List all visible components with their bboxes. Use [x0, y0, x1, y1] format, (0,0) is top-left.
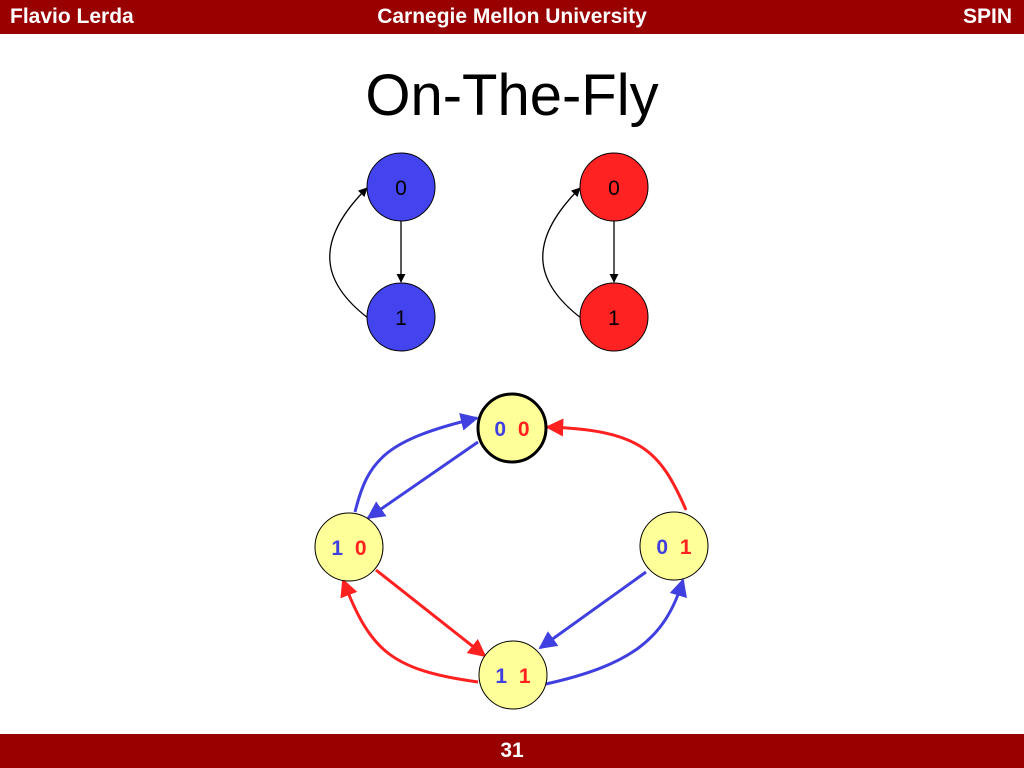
edge-01-to-00-red: [545, 418, 688, 511]
blue-state-0: [366, 152, 436, 222]
product-state-10-label: 1 0: [331, 537, 366, 560]
red-automaton: 0 1: [542, 152, 649, 352]
red-state-1: [579, 282, 649, 352]
product-state-00: [476, 392, 548, 464]
institution-name: Carnegie Mellon University: [377, 5, 647, 28]
blue-state-0-label: 0: [395, 177, 407, 200]
page-number: 31: [500, 739, 524, 762]
product-state-10-blue: 1: [331, 537, 343, 560]
slide-title: On-The-Fly: [365, 63, 659, 128]
red-state-0-label: 0: [608, 177, 620, 200]
product-state-00-label: 0 0: [494, 418, 529, 441]
product-state-10: [314, 512, 384, 582]
blue-state-1-label: 1: [395, 307, 407, 330]
edge-00-to-10-blue: [366, 440, 479, 520]
product-state-11-blue: 1: [495, 665, 507, 688]
red-state-1-label: 1: [608, 307, 620, 330]
slide-footer: 31: [0, 734, 1024, 768]
edge-11-to-01-blue: [545, 578, 687, 686]
edge-10-to-00-blue: [353, 413, 479, 513]
author-name: Flavio Lerda: [10, 5, 134, 28]
product-state-00-red: 0: [518, 418, 530, 441]
red-edge-1-to-0: [542, 187, 582, 319]
product-state-11: [478, 640, 548, 710]
blue-state-1: [366, 282, 436, 352]
product-state-11-label: 1 1: [495, 665, 531, 688]
slide-header: Flavio Lerda Carnegie Mellon University …: [0, 0, 1024, 34]
red-state-0: [579, 152, 649, 222]
product-state-01: [639, 511, 709, 581]
blue-automaton: 0 1: [329, 152, 436, 352]
product-state-01-blue: 0: [656, 536, 668, 559]
blue-edge-1-to-0: [329, 187, 369, 319]
product-state-10-red: 0: [355, 537, 367, 560]
product-state-01-red: 1: [680, 536, 692, 559]
topic-label: SPIN: [962, 5, 1012, 28]
product-state-01-label: 0 1: [656, 536, 692, 559]
product-state-11-red: 1: [519, 665, 531, 688]
product-state-00-blue: 0: [494, 418, 506, 441]
product-edges: [340, 413, 688, 686]
edge-11-to-10-red: [340, 578, 479, 684]
edge-01-to-11-blue: [538, 570, 647, 650]
product-automaton: 0 0 1 0 0 1 1 1: [314, 392, 709, 710]
edge-10-to-11-red: [375, 568, 487, 658]
